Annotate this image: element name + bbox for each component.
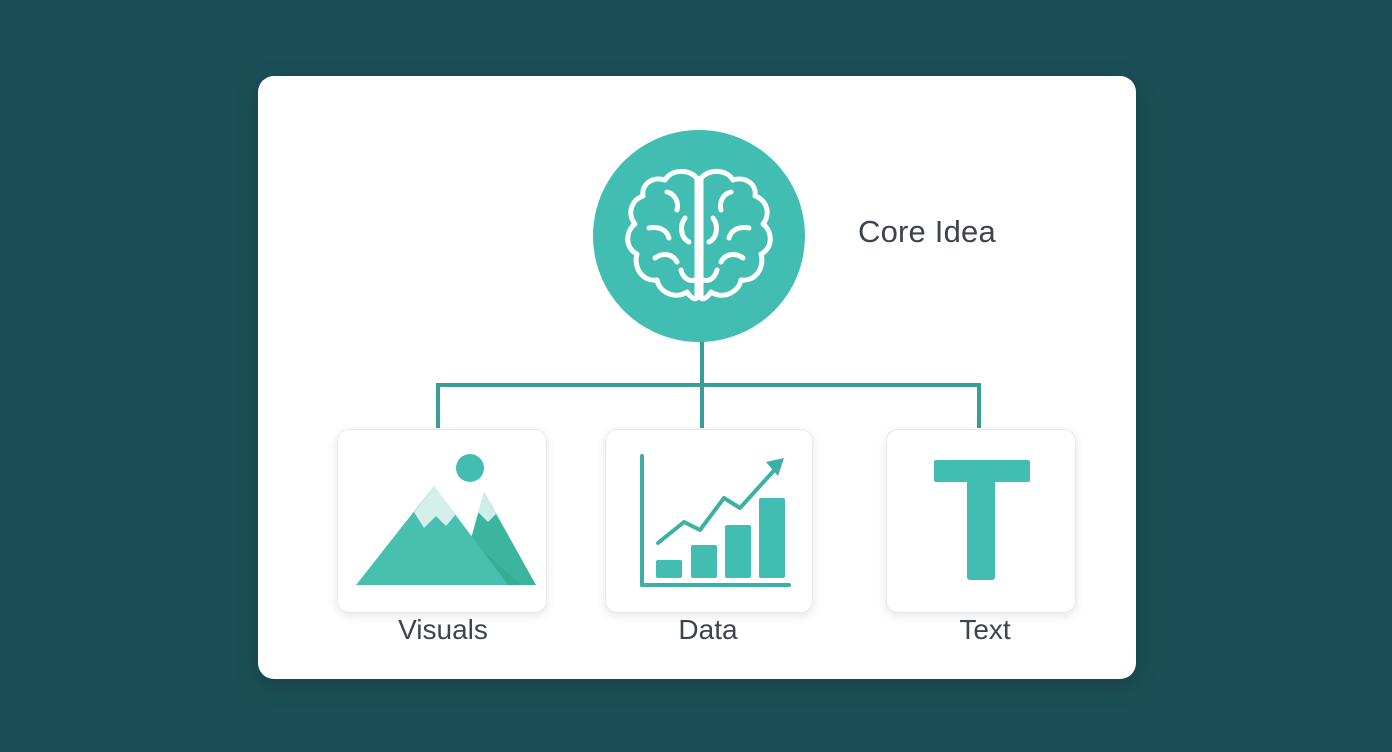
data-node <box>605 429 813 613</box>
bar-chart-trend-icon <box>640 454 791 587</box>
visuals-node <box>337 429 547 613</box>
mountain-image-icon <box>356 454 536 585</box>
core-idea-label: Core Idea <box>858 214 996 249</box>
text-label: Text <box>959 614 1011 645</box>
letter-t-icon <box>934 460 1030 580</box>
text-node <box>886 429 1076 613</box>
visuals-label: Visuals <box>398 614 488 645</box>
data-label: Data <box>678 614 738 645</box>
core-idea-node <box>593 130 805 342</box>
diagram-card: Core Idea Visuals <box>258 76 1136 679</box>
brain-icon <box>625 169 773 302</box>
